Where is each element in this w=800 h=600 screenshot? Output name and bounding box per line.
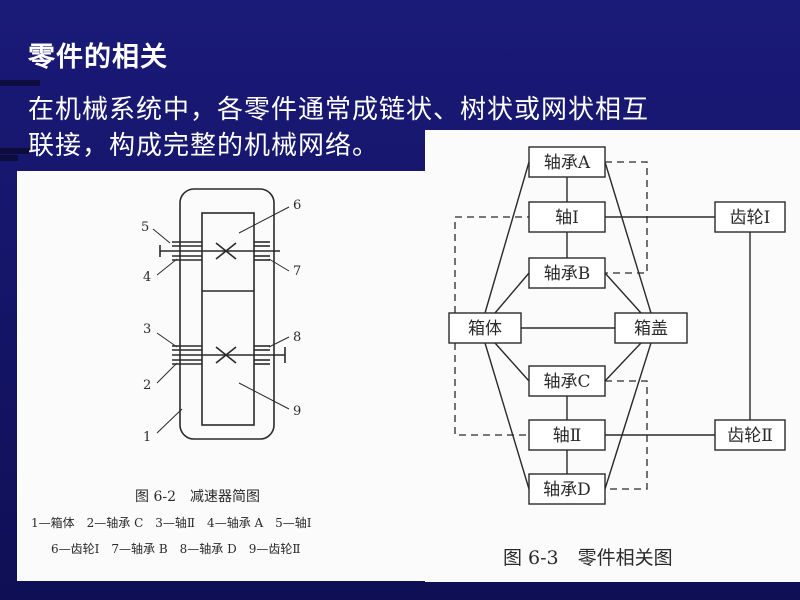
node-bearing-c-box <box>528 365 606 397</box>
dashed-link-housing-shaft-1 <box>454 216 529 313</box>
node-shaft-2: 轴Ⅱ <box>553 426 582 446</box>
gear-block <box>201 212 255 426</box>
dashed-links <box>454 161 648 490</box>
figure-6-3-caption: 图 6-3 零件相关图 <box>503 547 673 569</box>
part-number-9: 9 <box>293 404 301 419</box>
leader-4 <box>156 258 178 276</box>
node-bearing-d: 轴承D <box>543 480 591 500</box>
node-bearing-a-box <box>528 146 606 178</box>
part-number-1: 1 <box>143 430 151 445</box>
part-number-8: 8 <box>293 330 301 345</box>
leader-9 <box>238 382 290 410</box>
figure-6-2-panel: 5 4 6 7 3 8 2 9 1 图 6-2 减速器简图 1—箱体 2—轴承 … <box>17 171 427 581</box>
link-housing-bearing-b <box>494 272 530 314</box>
node-gear-2: 齿轮Ⅱ <box>727 426 773 446</box>
node-cover-box <box>614 312 688 344</box>
dashed-link-bearing-c-bearing-d <box>605 380 648 490</box>
leader-3 <box>156 332 178 348</box>
background-streak <box>0 80 40 86</box>
part-number-7: 7 <box>293 264 301 279</box>
link-cover-bearing-a <box>604 161 652 314</box>
node-shaft-1: 轴Ⅰ <box>555 208 579 228</box>
graph-nodes <box>448 146 786 505</box>
solid-links <box>484 161 751 490</box>
node-bearing-a: 轴承A <box>544 153 591 173</box>
node-bearing-b: 轴承B <box>544 264 591 284</box>
relation-graph: 轴承A 轴Ⅰ 轴承B 箱体 箱盖 轴承C 轴Ⅱ 轴承D 齿轮Ⅰ 齿轮Ⅱ 图 6-… <box>448 146 786 569</box>
link-cover-bearing-b <box>604 272 642 314</box>
leader-6 <box>238 206 290 234</box>
link-housing-bearing-d <box>484 342 530 490</box>
node-gear-1-box <box>714 201 786 233</box>
node-bearing-b-box <box>528 257 606 289</box>
housing-outline <box>179 188 275 440</box>
reducer-sketch: 5 4 6 7 3 8 2 9 1 图 6-2 减速器简图 1—箱体 2—轴承 … <box>31 188 312 556</box>
part-number-6: 6 <box>293 198 301 213</box>
leader-5 <box>152 228 171 244</box>
figure-6-2-legend-line-2: 6—齿轮Ⅰ 7—轴承 B 8—轴承 D 9—齿轮Ⅱ <box>51 541 301 556</box>
slide-body-line-1: 在机械系统中，各零件通常成链状、树状或网状相互 <box>28 95 650 125</box>
background-streak <box>0 155 18 161</box>
figure-6-3-panel: 轴承A 轴Ⅰ 轴承B 箱体 箱盖 轴承C 轴Ⅱ 轴承D 齿轮Ⅰ 齿轮Ⅱ 图 6-… <box>425 130 800 582</box>
dashed-link-bearing-a-bearing-b <box>605 161 648 274</box>
node-shaft-2-box <box>528 419 606 451</box>
part-number-5: 5 <box>141 220 149 235</box>
leader-8 <box>268 336 290 348</box>
node-bearing-c: 轴承C <box>543 372 590 392</box>
part-number-4: 4 <box>143 270 151 285</box>
node-cover: 箱盖 <box>634 319 668 339</box>
figure-6-2-legend-line-1: 1—箱体 2—轴承 C 3—轴Ⅱ 4—轴承 A 5—轴Ⅰ <box>31 515 312 530</box>
node-housing: 箱体 <box>468 319 502 339</box>
link-housing-bearing-c <box>494 342 530 382</box>
leader-7 <box>268 258 290 272</box>
slide-title: 零件的相关 <box>28 42 168 73</box>
part-number-3: 3 <box>143 322 151 337</box>
background-streak <box>0 148 30 154</box>
node-bearing-d-box <box>528 473 606 505</box>
node-gear-2-box <box>714 419 786 451</box>
link-cover-bearing-d <box>604 342 652 490</box>
node-gear-1: 齿轮Ⅰ <box>730 208 771 228</box>
link-cover-bearing-c <box>604 342 642 382</box>
link-housing-bearing-a <box>484 161 530 314</box>
leader-2 <box>156 362 178 384</box>
part-number-2: 2 <box>143 378 151 393</box>
figure-6-2-caption: 图 6-2 减速器简图 <box>135 488 260 505</box>
slide-body-line-2: 联接，构成完整的机械网络。 <box>28 131 380 161</box>
leader-1 <box>156 408 183 434</box>
node-housing-box <box>448 312 522 344</box>
dashed-link-housing-shaft-2 <box>454 343 529 436</box>
node-shaft-1-box <box>528 201 606 233</box>
